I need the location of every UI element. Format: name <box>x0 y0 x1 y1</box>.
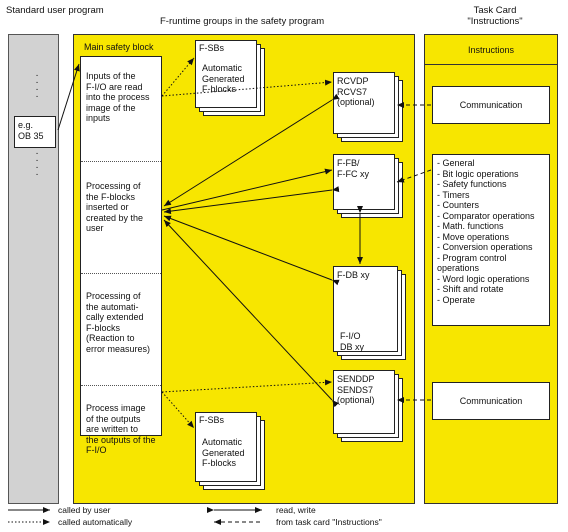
instruction-item: - Math. functions <box>437 221 504 231</box>
rw-fdb <box>163 215 340 286</box>
task-card-title: Instructions <box>467 45 515 55</box>
fsbs-top-body: Automatic Generated F-blocks <box>202 63 245 94</box>
instruction-item: - Safety functions <box>437 179 507 189</box>
fsbs-top-title: F-SBs <box>199 43 225 53</box>
main-section-read-inputs: Inputs of the F-I/O are read into the pr… <box>86 71 150 123</box>
instruction-item: - Timers <box>437 189 470 200</box>
rw-ffb <box>163 186 340 215</box>
instruction-item: - Conversion operations <box>437 242 533 252</box>
rcv-block: RCVDP RCVS7 (optional) <box>333 72 395 134</box>
task-card-title-divider <box>425 64 557 65</box>
legend-from-task-card: from task card "Instructions" <box>276 517 382 527</box>
instruction-item: - Comparator operations <box>437 210 535 221</box>
instruction-item: - Counters <box>437 200 480 210</box>
instruction-item: - Shift and rotate <box>437 284 504 294</box>
fio-db-label: F-I/O DB xy <box>340 331 365 352</box>
instruction-item: - Bit logic operations <box>437 168 519 179</box>
instruction-list-box: - General - Bit logic operations - Safet… <box>432 154 550 326</box>
header-f-runtime-groups: F-runtime groups in the safety program <box>160 16 325 27</box>
instruction-item: - Program control operations <box>437 252 507 274</box>
fdb-block: F-DB xy F-I/O DB xy <box>333 266 398 352</box>
continuation-dots-bottom: ···· <box>35 148 39 180</box>
legend-called-automatically: called automatically <box>58 517 133 527</box>
header-task-card: Task Card "Instructions" <box>467 5 523 27</box>
section-divider <box>81 273 161 274</box>
fsbs-bottom-block: F-SBs Automatic Generated F-blocks <box>195 412 257 482</box>
fdb-title: F-DB xy <box>337 270 370 280</box>
main-section-process-auto-blocks: Processing of the automati- cally extend… <box>86 291 151 354</box>
header-standard-user-program: Standard user program <box>6 5 104 16</box>
communication-bottom-box: Communication <box>432 382 550 420</box>
main-section-write-outputs: Process image of the outputs are written… <box>86 403 156 455</box>
rw-snd <box>163 219 339 408</box>
instruction-item: - Operate <box>437 294 476 305</box>
instruction-item: - Word logic operations <box>437 273 530 284</box>
arrow-main-to-snd <box>161 379 333 393</box>
main-section-process-user-blocks: Processing of the F-blocks inserted or c… <box>86 181 144 233</box>
instruction-item: - General <box>437 158 475 168</box>
arrow-main-to-rcv <box>161 79 333 97</box>
fsbs-bottom-title: F-SBs <box>199 415 225 425</box>
instruction-item: - Move operations <box>437 231 510 242</box>
arrow-main-to-fsbs-bottom <box>161 391 195 429</box>
continuation-dots-top: ···· <box>35 70 39 102</box>
main-safety-block-title: Main safety block <box>84 42 154 52</box>
legend-called-by-user: called by user <box>58 505 111 515</box>
arrow-ob35-to-main <box>57 63 80 131</box>
section-divider <box>81 161 161 162</box>
section-divider <box>81 385 161 386</box>
ob35-block: e.g. OB 35 <box>14 116 56 148</box>
legend-read-write: read, write <box>276 505 316 515</box>
arrow-main-to-fsbs-top <box>161 57 195 97</box>
arrow-main-to-ffb <box>161 168 333 211</box>
fsbs-bottom-body: Automatic Generated F-blocks <box>202 437 245 468</box>
ffb-block: F-FB/ F-FC xy <box>333 154 395 210</box>
standard-user-program-column <box>8 34 59 504</box>
task-card-ffb <box>396 169 432 183</box>
main-safety-block: Inputs of the F-I/O are read into the pr… <box>80 56 162 455</box>
communication-top-box: Communication <box>432 86 550 124</box>
